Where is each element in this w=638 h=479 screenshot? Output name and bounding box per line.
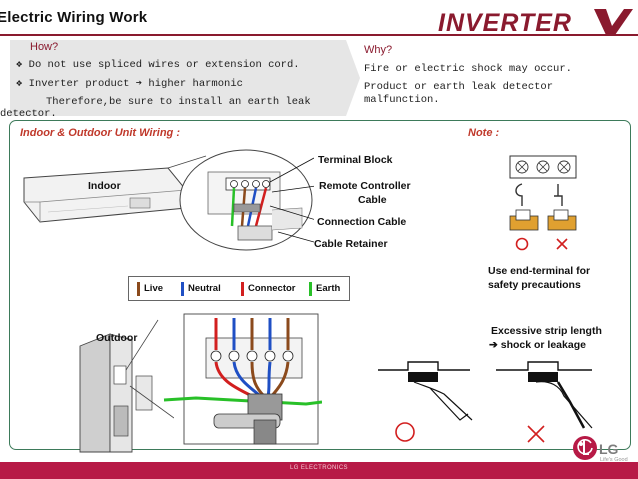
- remote-cable-label-2: Cable: [358, 194, 387, 206]
- lg-logo: [573, 436, 597, 460]
- note-heading: Note :: [468, 127, 500, 139]
- how-box: [10, 40, 346, 116]
- wiring-heading: Indoor & Outdoor Unit Wiring :: [20, 127, 180, 139]
- strip-length-text-2: ➔ shock or leakage: [489, 339, 586, 351]
- how-line-1: ❖ Do not use spliced wires or extension …: [16, 59, 300, 71]
- how-label: How?: [30, 41, 59, 53]
- lg-wordmark: LG: [599, 441, 619, 457]
- svg-text:INVERTER: INVERTER: [438, 9, 572, 37]
- legend-swatch-live: [137, 282, 140, 296]
- wiring-panel: [9, 120, 631, 450]
- wire-color-legend: Live Neutral Connector Earth: [128, 276, 350, 301]
- why-line-3: malfunction.: [364, 94, 440, 106]
- page-title: Electric Wiring Work: [0, 9, 148, 26]
- footer-bar: [0, 462, 638, 479]
- legend-swatch-connector: [241, 282, 244, 296]
- title-divider: [0, 34, 638, 36]
- how-line-2: ❖ Inverter product ➔ higher harmonic: [16, 78, 243, 90]
- incorrect-strip-illustration: [496, 361, 593, 443]
- diamond-bullet-icon: ❖: [16, 59, 23, 71]
- why-line-1: Fire or electric shock may occur.: [364, 63, 572, 75]
- arrow-right-icon: ➔: [489, 339, 498, 351]
- why-label: Why?: [364, 44, 393, 56]
- connection-cable-label: Connection Cable: [317, 216, 407, 228]
- end-terminal-illustration: [509, 155, 577, 251]
- outdoor-unit-illustration: [79, 319, 174, 453]
- terminal-block-label: Terminal Block: [318, 154, 393, 166]
- lg-tagline: Life's Good: [600, 457, 628, 463]
- terminal-block-detail-illustration: [179, 149, 314, 251]
- strip-length-text-1: Excessive strip length: [491, 325, 602, 337]
- end-terminal-text-2: safety precautions: [488, 279, 581, 291]
- cable-retainer-label: Cable Retainer: [314, 238, 388, 250]
- diamond-bullet-icon: ❖: [16, 78, 23, 90]
- why-line-2: Product or earth leak detector: [364, 81, 554, 93]
- how-line-3: Therefore,be sure to install an earth le…: [46, 96, 311, 108]
- correct-strip-illustration: [378, 361, 473, 442]
- end-terminal-text-1: Use end-terminal for: [488, 265, 591, 277]
- outdoor-terminal-detail-illustration: [163, 313, 322, 445]
- arrow-right-icon: ➔: [135, 78, 143, 90]
- legend-swatch-neutral: [181, 282, 184, 296]
- how-arrow-shape: [346, 40, 360, 116]
- outdoor-label: Outdoor: [96, 332, 138, 344]
- legend-swatch-earth: [309, 282, 312, 296]
- remote-cable-label-1: Remote Controller: [319, 180, 411, 192]
- indoor-label: Indoor: [88, 180, 121, 192]
- footer-company: LG ELECTRONICS: [290, 465, 348, 471]
- inverter-v-logo: INVERTER: [438, 9, 633, 37]
- how-line-4: detector.: [0, 108, 57, 120]
